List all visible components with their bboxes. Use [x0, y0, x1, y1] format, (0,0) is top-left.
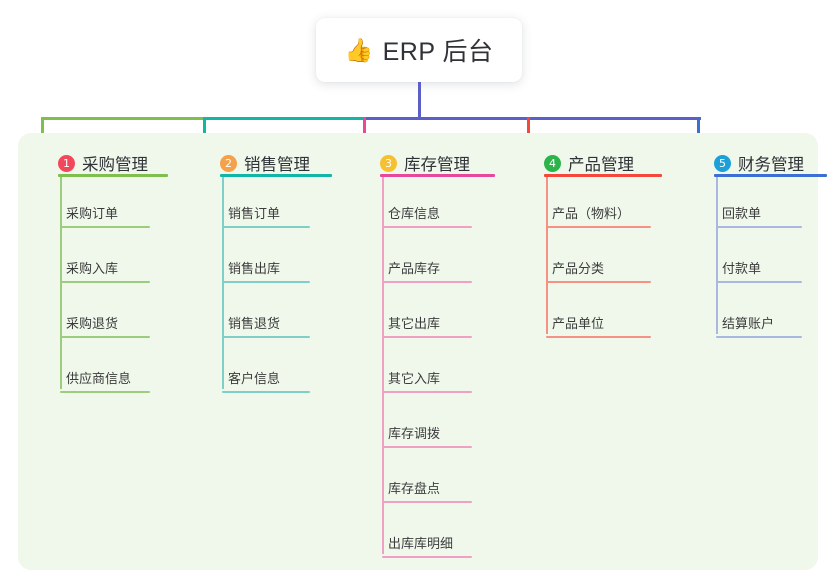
leaf-rule	[382, 501, 472, 503]
leaf-label: 其它入库	[388, 371, 441, 386]
leaf-label: 产品库存	[388, 261, 441, 276]
leaf-label: 采购入库	[66, 261, 119, 276]
leaf-rule	[716, 336, 802, 338]
leaf-label: 产品分类	[552, 261, 605, 276]
leaf-label: 仓库信息	[388, 206, 441, 221]
leaf-rule	[60, 281, 150, 283]
leaf-rule	[222, 281, 310, 283]
leaf-item[interactable]: 采购入库	[60, 258, 150, 283]
column-spine	[222, 177, 224, 389]
leaf-item[interactable]: 产品（物料）	[546, 203, 651, 228]
leaf-item[interactable]: 采购订单	[60, 203, 150, 228]
leaf-item[interactable]: 付款单	[716, 258, 802, 283]
column-spine	[716, 177, 718, 334]
column-header-rule	[380, 174, 495, 177]
branch-panel	[18, 133, 818, 570]
leaf-item[interactable]: 客户信息	[222, 368, 310, 393]
column-header-4[interactable]: 4 产品管理	[524, 148, 634, 178]
leaf-item[interactable]: 结算账户	[716, 313, 802, 338]
column-header-rule	[58, 174, 168, 177]
leaf-label: 采购退货	[66, 316, 119, 331]
column-index-badge: 2	[220, 154, 237, 172]
leaf-item[interactable]: 产品库存	[382, 258, 472, 283]
drop-stem-3	[362, 117, 366, 143]
leaf-label: 销售订单	[228, 206, 281, 221]
leaf-item[interactable]: 回款单	[716, 203, 802, 228]
column-header-5[interactable]: 5 财务管理	[694, 148, 804, 178]
column-title: 库存管理	[404, 156, 470, 174]
column-title: 产品管理	[568, 156, 634, 174]
trunk-segment-3	[364, 117, 701, 120]
root-title: 👍 ERP 后台	[344, 32, 493, 68]
column-header-3[interactable]: 3 库存管理	[360, 148, 470, 178]
leaf-item[interactable]: 供应商信息	[60, 368, 150, 393]
leaf-label: 供应商信息	[66, 371, 132, 386]
leaf-rule	[60, 226, 150, 228]
leaf-rule	[382, 446, 472, 448]
leaf-label: 其它出库	[388, 316, 441, 331]
leaf-item[interactable]: 产品单位	[546, 313, 651, 338]
column-header-rule	[714, 174, 827, 177]
leaf-item[interactable]: 产品分类	[546, 258, 651, 283]
column-title: 采购管理	[82, 156, 148, 174]
column-index-badge: 1	[58, 154, 75, 172]
column-spine	[546, 177, 548, 334]
leaf-rule	[382, 556, 472, 558]
leaf-item[interactable]: 销售退货	[222, 313, 310, 338]
leaf-label: 产品（物料）	[552, 206, 631, 221]
leaf-label: 采购订单	[66, 206, 119, 221]
trunk-segment-2	[204, 117, 364, 120]
column-header-1[interactable]: 1 采购管理	[38, 148, 148, 178]
leaf-item[interactable]: 销售订单	[222, 203, 310, 228]
leaf-label: 结算账户	[722, 316, 775, 331]
leaf-rule	[382, 226, 472, 228]
column-spine	[382, 177, 384, 554]
column-index-badge: 3	[380, 154, 397, 172]
leaf-label: 销售出库	[228, 261, 281, 276]
leaf-rule	[546, 336, 651, 338]
leaf-rule	[382, 281, 472, 283]
leaf-item[interactable]: 库存盘点	[382, 478, 472, 503]
leaf-rule	[382, 336, 472, 338]
column-title: 销售管理	[244, 156, 310, 174]
leaf-item[interactable]: 其它出库	[382, 313, 472, 338]
trunk-segment-1	[42, 117, 204, 120]
column-index-badge: 5	[714, 154, 731, 172]
column-header-rule	[220, 174, 332, 177]
column-header-rule	[544, 174, 662, 177]
leaf-label: 销售退货	[228, 316, 281, 331]
column-header-2[interactable]: 2 销售管理	[200, 148, 310, 178]
leaf-label: 库存盘点	[388, 481, 441, 496]
leaf-rule	[60, 336, 150, 338]
leaf-label: 回款单	[722, 206, 762, 221]
leaf-rule	[546, 281, 651, 283]
leaf-label: 客户信息	[228, 371, 281, 386]
thumbs-up-emoji: 👍	[344, 36, 374, 63]
column-spine	[60, 177, 62, 389]
leaf-label: 库存调拨	[388, 426, 441, 441]
column-index-badge: 4	[544, 154, 561, 172]
leaf-rule	[60, 391, 150, 393]
leaf-item[interactable]: 其它入库	[382, 368, 472, 393]
leaf-rule	[716, 226, 802, 228]
column-title: 财务管理	[738, 156, 804, 174]
leaf-item[interactable]: 销售出库	[222, 258, 310, 283]
leaf-item[interactable]: 仓库信息	[382, 203, 472, 228]
leaf-label: 出库库明细	[388, 536, 454, 551]
leaf-label: 付款单	[722, 261, 762, 276]
leaf-rule	[222, 226, 310, 228]
root-node[interactable]: 👍 ERP 后台	[316, 18, 522, 82]
drop-stem-4	[526, 117, 530, 143]
root-stem	[417, 82, 421, 120]
leaf-item[interactable]: 库存调拨	[382, 423, 472, 448]
leaf-rule	[382, 391, 472, 393]
leaf-item[interactable]: 采购退货	[60, 313, 150, 338]
leaf-rule	[716, 281, 802, 283]
leaf-rule	[222, 336, 310, 338]
leaf-label: 产品单位	[552, 316, 605, 331]
leaf-rule	[222, 391, 310, 393]
root-title-text: ERP 后台	[382, 38, 494, 66]
leaf-item[interactable]: 出库库明细	[382, 533, 472, 558]
leaf-rule	[546, 226, 651, 228]
